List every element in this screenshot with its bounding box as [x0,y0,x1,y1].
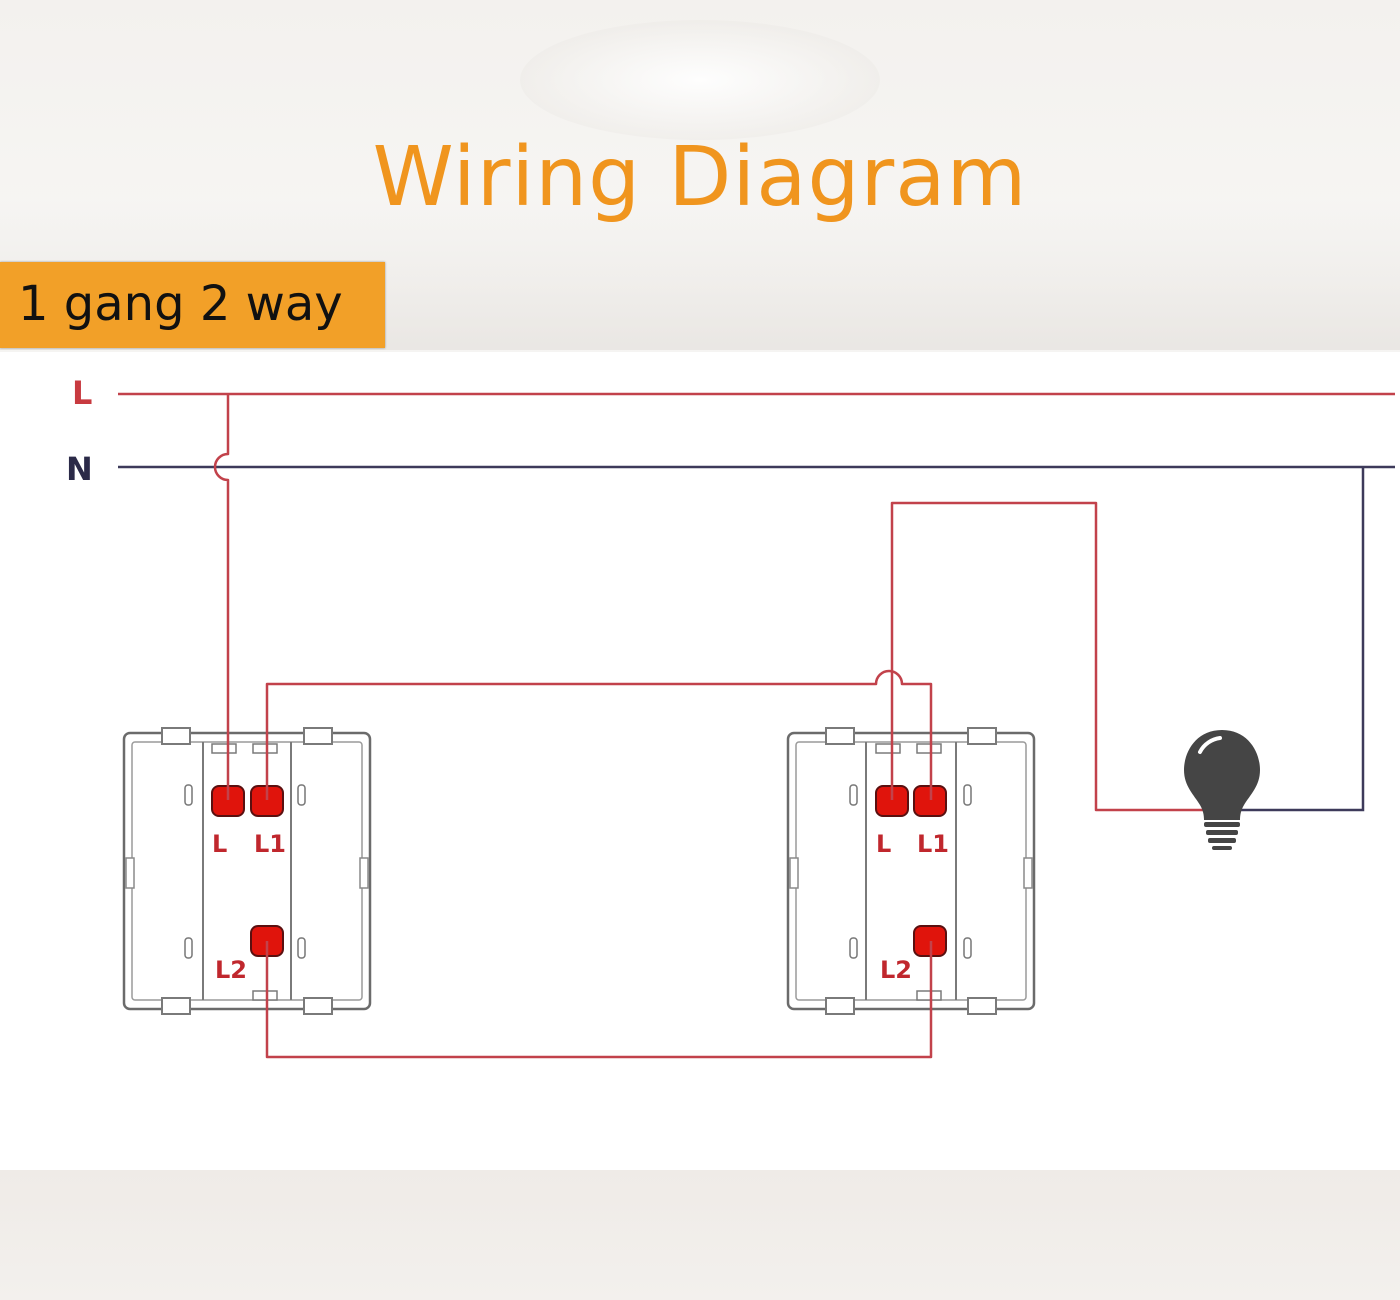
wiring-diagram: L N L L1 L2 [66,374,1395,1059]
left-switch-indicator [184,784,193,806]
page-title: Wiring Diagram [372,130,1028,225]
wires [213,394,1210,1059]
left-switch-indicator [184,937,193,959]
right-switch-indicator [849,784,858,806]
right-switch-indicator [963,937,972,959]
left-switch: L L1 L2 [122,727,372,1015]
wire-right-l-to-lamp [890,501,1210,812]
background-floor-shade [0,1170,1400,1300]
left-terminal-l2-label: L2 [215,956,247,984]
right-terminal-l-label: L [876,830,891,858]
light-bulb-icon [1184,730,1260,850]
right-switch-tab [825,727,855,745]
live-bus-label: L [72,374,92,412]
left-switch-slot [252,743,278,754]
right-switch-side-clip [789,857,799,889]
right-switch-indicator [849,937,858,959]
left-switch-tab [161,727,191,745]
left-switch-tab [303,727,333,745]
wire-traveller-l1 [265,669,933,800]
left-switch-frame [122,731,372,1011]
right-switch-tab [825,997,855,1015]
right-terminal-l2-label: L2 [880,956,912,984]
right-terminal-l1-label: L1 [917,830,949,858]
mode-badge: 1 gang 2 way [0,262,385,348]
right-switch-slot [916,990,942,1001]
left-switch-slot [252,990,278,1001]
left-switch-tab [303,997,333,1015]
right-switch-indicator [963,784,972,806]
left-switch-tab [161,997,191,1015]
left-switch-slot [211,743,237,754]
wire-live-to-left-l [213,394,230,800]
right-switch-slot [916,743,942,754]
left-switch-indicator [297,784,306,806]
left-switch-side-clip [125,857,135,889]
left-switch-side-clip [359,857,369,889]
left-switch-indicator [297,937,306,959]
wire-neutral-to-lamp [1240,467,1365,812]
wiring-diagram-panel: L N L L1 L2 [0,352,1400,1170]
wire-traveller-l2 [265,941,933,1059]
right-switch-tab [967,997,997,1015]
background-ceiling-light [520,20,880,140]
right-switch-slot [875,743,901,754]
neutral-bus-label: N [66,450,93,488]
right-switch-tab [967,727,997,745]
right-switch-side-clip [1023,857,1033,889]
left-terminal-l-label: L [212,830,227,858]
right-switch: L L1 L2 [786,727,1036,1015]
left-terminal-l1-label: L1 [254,830,286,858]
mode-badge-label: 1 gang 2 way [18,276,343,332]
